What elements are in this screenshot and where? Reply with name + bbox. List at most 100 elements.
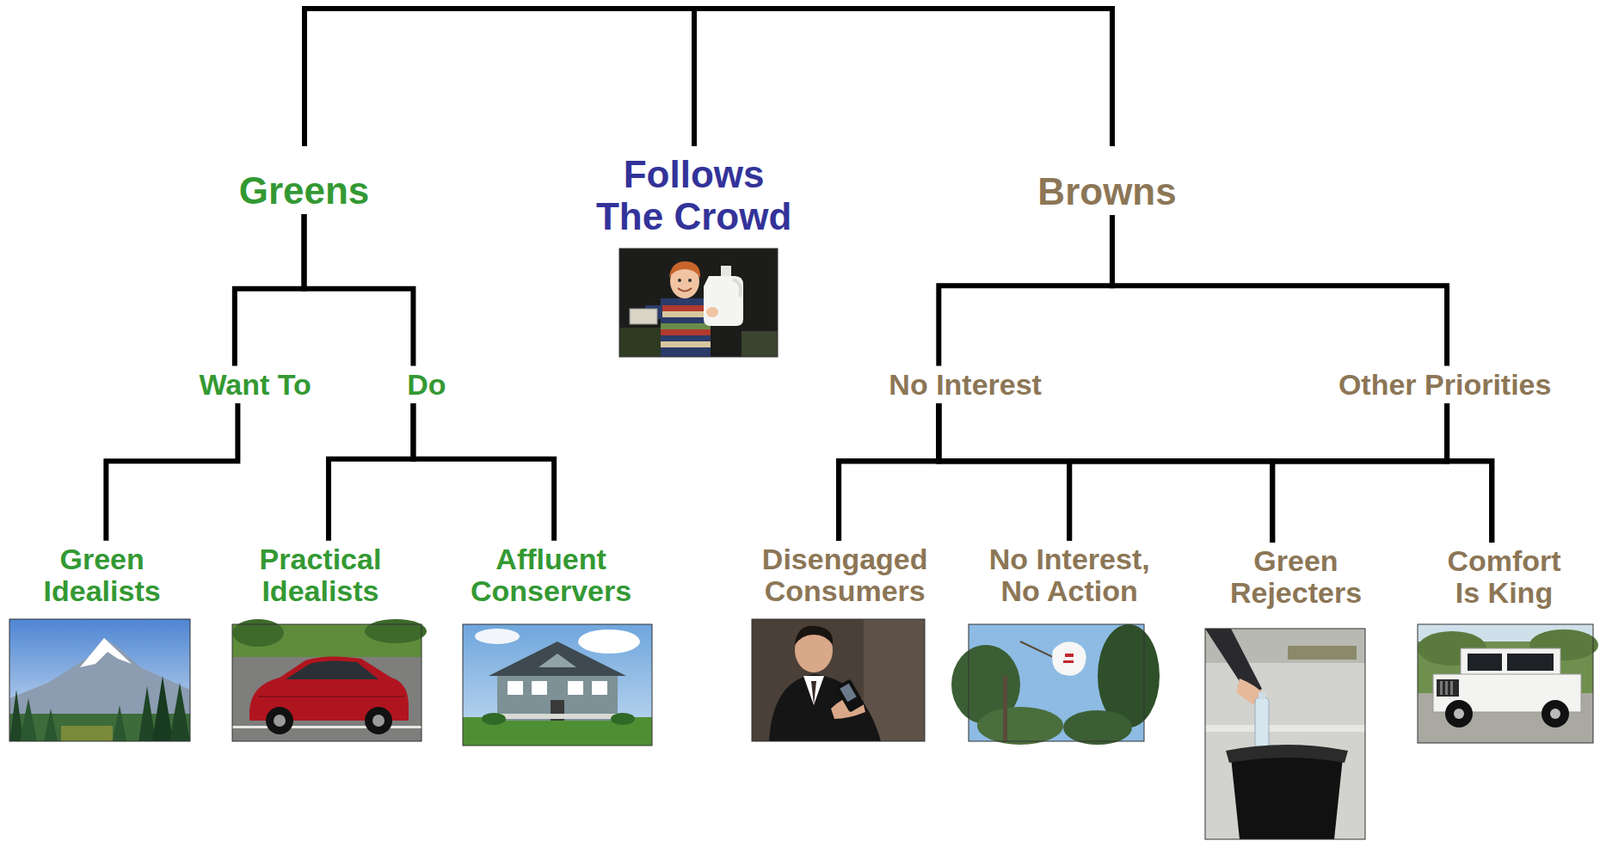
group-label: Follows The Crowd [584, 148, 804, 243]
mountain-photo-part [43, 708, 58, 742]
phone-user-photo-part [835, 678, 865, 713]
boy-photo-part [669, 261, 701, 278]
boy-photo-part [720, 265, 732, 277]
suv-photo-part [1445, 681, 1448, 696]
tree-connector [105, 406, 238, 539]
car-photo-part [364, 619, 427, 644]
car-photo-part [232, 619, 284, 647]
boy-photo-part [660, 335, 711, 342]
boy-photo-part [677, 278, 682, 283]
tree-connector [938, 406, 1492, 541]
bag-in-tree-photo-part [968, 624, 1145, 742]
car-photo-part [372, 714, 385, 727]
subgroup-label: Other Priorities [1333, 363, 1557, 407]
segment-label: Green Rejecters [1192, 540, 1401, 616]
tree-connector [838, 406, 939, 539]
boy-photo-part [660, 323, 711, 330]
tree-connector [1069, 406, 1447, 539]
house-photo-part [507, 681, 524, 696]
segment-label: Comfort Is King [1429, 540, 1578, 616]
tree-connector [1446, 406, 1492, 541]
tree-connector [938, 406, 1273, 541]
tree-connector [1112, 217, 1447, 364]
segment-label: Green Idealists [2, 538, 203, 614]
segment-label: No Interest, No Action [967, 538, 1172, 614]
tree-connector [303, 216, 413, 364]
phone-user-photo-part [794, 626, 833, 646]
house-photo [462, 624, 653, 746]
tree-connector [234, 216, 305, 364]
phone-user-photo-part [751, 619, 925, 742]
boy-photo-part [660, 329, 711, 336]
node-text: Follows The Crowd [590, 153, 799, 238]
house-photo-part [578, 629, 640, 654]
house-photo-part [567, 681, 584, 696]
house-photo-part [488, 641, 627, 677]
mountain-photo-part [9, 638, 191, 742]
mountain-photo-part [80, 638, 132, 668]
node-text: Practical Idealists [216, 543, 424, 609]
boy-photo-part [629, 308, 658, 325]
node-text: Affluent Conservers [448, 543, 655, 609]
trash-bin-photo-part [1255, 697, 1269, 751]
boy-photo-part [619, 248, 778, 357]
house-photo-part [493, 713, 622, 720]
boy-photo-part [660, 341, 711, 348]
bag-in-tree-photo-part [977, 707, 1064, 745]
house-photo-part [462, 624, 653, 746]
car-photo-part [364, 707, 393, 735]
mountain-photo [9, 619, 191, 742]
tree-connector [938, 406, 1070, 539]
node-text: Green Rejecters [1197, 545, 1396, 610]
car-photo-part [273, 714, 286, 727]
node-text: Disengaged Consumers [745, 543, 944, 609]
segment-label: Affluent Conservers [443, 538, 660, 614]
house-photo-part [591, 681, 608, 696]
boy-photo-part [660, 317, 711, 324]
trash-bin-photo [1205, 628, 1366, 840]
trash-bin-photo-part [1205, 725, 1366, 733]
house-photo-part [481, 713, 506, 726]
house-photo-part [538, 653, 577, 668]
mountain-photo-part [138, 686, 156, 742]
house-photo-part [462, 624, 653, 746]
tree-connector [328, 406, 413, 539]
phone-user-photo-part [803, 676, 825, 706]
house-photo-part [474, 628, 520, 645]
group-label: Greens [233, 165, 376, 217]
node-text: Other Priorities [1338, 369, 1552, 401]
bag-in-tree-photo [951, 624, 1160, 745]
bag-in-tree-photo-part [1063, 660, 1074, 664]
suv-photo-part [1453, 708, 1465, 720]
trash-bin-photo-part [1258, 692, 1266, 700]
mountain-photo-part [9, 619, 191, 742]
suv-photo-part [1450, 681, 1453, 696]
phone-user-photo-part [811, 681, 817, 706]
house-photo-part [497, 672, 618, 721]
boy-photo-part [741, 331, 778, 357]
segment-label: Practical Idealists [211, 538, 429, 614]
subgroup-label: Do [401, 363, 451, 407]
suv-photo-part [1417, 624, 1594, 744]
node-text: Green Idealists [7, 543, 197, 609]
trash-bin-photo-part [1287, 646, 1357, 660]
trash-bin-photo-part [1230, 757, 1343, 840]
boy-photo-part [688, 278, 692, 283]
mountain-photo-part [9, 689, 24, 742]
tree-connector [412, 406, 554, 539]
boy-photo [619, 248, 778, 357]
phone-user-photo-part [839, 683, 856, 703]
trash-bin-photo-part [1205, 628, 1366, 840]
house-photo-part [531, 681, 548, 696]
suv-photo-part [1440, 681, 1443, 696]
node-text: Want To [198, 369, 311, 401]
subgroup-label: No Interest [883, 363, 1047, 407]
car-photo [232, 619, 427, 742]
mountain-photo-part [112, 705, 127, 742]
bag-in-tree-photo-part [1003, 676, 1008, 742]
phone-user-photo [751, 619, 925, 742]
boy-photo-part [732, 279, 741, 297]
node-text: Greens [239, 170, 370, 212]
